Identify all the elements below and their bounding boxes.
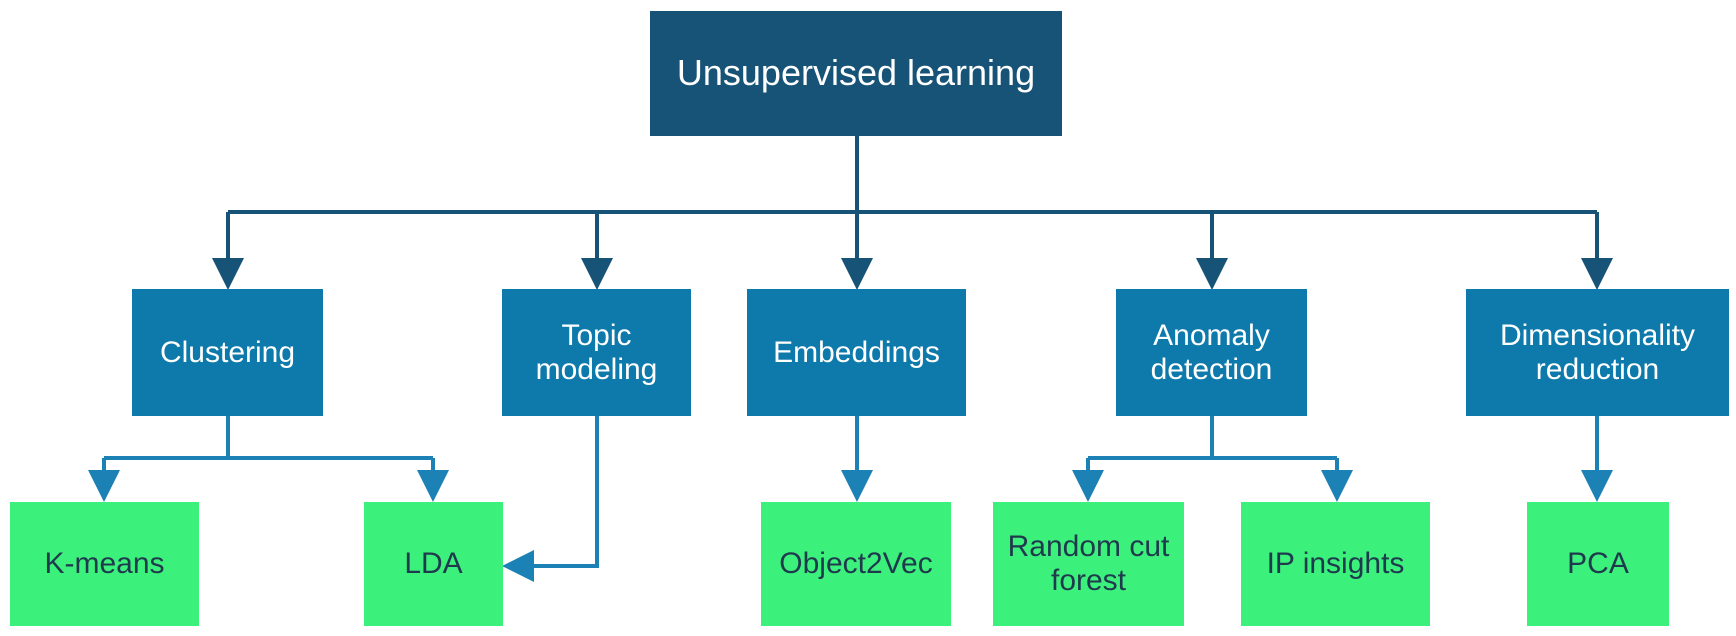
algorithm-node-kmeans: K-means xyxy=(10,502,199,626)
algorithm-label: PCA xyxy=(1567,547,1629,581)
category-label: Topic modeling xyxy=(535,318,658,386)
category-node-clustering: Clustering xyxy=(132,289,323,416)
root-connectors xyxy=(212,136,1613,290)
algorithm-label: IP insights xyxy=(1266,547,1405,581)
algorithm-label: LDA xyxy=(404,547,463,581)
algorithm-node-random-cut-forest: Random cut forest xyxy=(993,502,1184,626)
algorithm-node-ip-insights: IP insights xyxy=(1241,502,1430,626)
category-label: Anomaly detection xyxy=(1150,318,1273,386)
category-node-dimensionality-reduction: Dimensionality reduction xyxy=(1466,289,1729,416)
algorithm-node-pca: PCA xyxy=(1527,502,1669,626)
algorithm-label: Random cut forest xyxy=(1007,530,1170,597)
category-node-anomaly-detection: Anomaly detection xyxy=(1116,289,1307,416)
algorithm-label: Object2Vec xyxy=(779,547,933,581)
category-node-topic-modeling: Topic modeling xyxy=(502,289,691,416)
category-connectors xyxy=(88,416,1613,582)
root-node-unsupervised-learning: Unsupervised learning xyxy=(650,11,1062,136)
category-label: Embeddings xyxy=(773,335,940,369)
category-label: Dimensionality reduction xyxy=(1499,318,1696,386)
algorithm-label: K-means xyxy=(44,547,165,581)
topic-to-lda-arrow xyxy=(502,416,599,582)
root-node-label: Unsupervised learning xyxy=(676,52,1036,94)
algorithm-node-object2vec: Object2Vec xyxy=(761,502,951,626)
algorithm-node-lda: LDA xyxy=(364,502,503,626)
category-label: Clustering xyxy=(159,335,296,369)
category-node-embeddings: Embeddings xyxy=(747,289,966,416)
